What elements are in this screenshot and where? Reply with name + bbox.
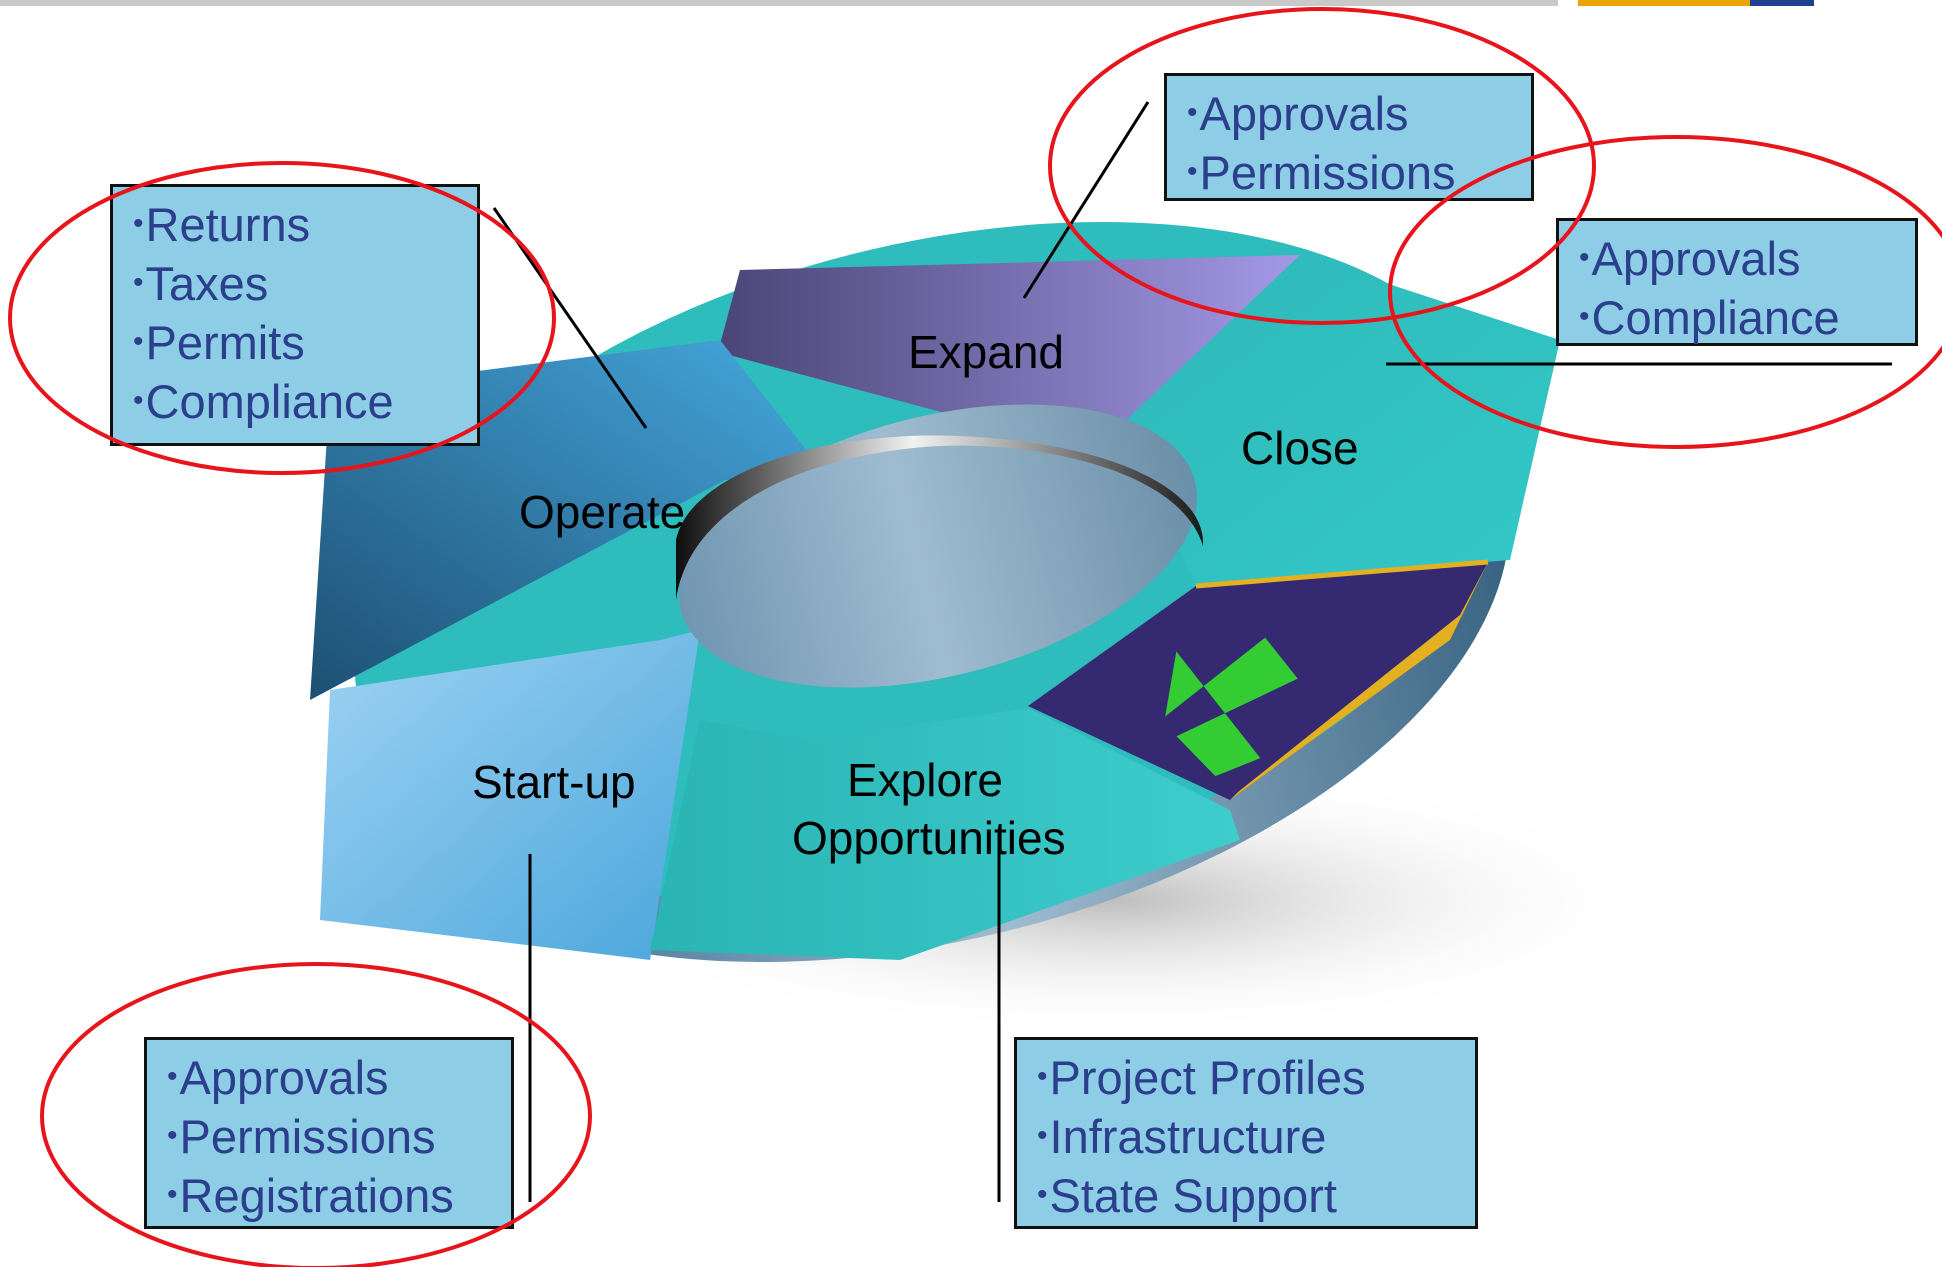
- segment-startup: [320, 630, 700, 960]
- callout-item: Permissions: [1187, 143, 1531, 202]
- callout-item: Approvals: [1579, 229, 1915, 288]
- callout-item: Infrastructure: [1037, 1107, 1475, 1166]
- logo-strip: [1578, 0, 1814, 6]
- label-explore-line1: Explore: [847, 754, 1003, 806]
- label-explore-line2: Opportunities: [792, 812, 1066, 864]
- label-operate: Operate: [519, 486, 685, 538]
- callout-close: Approvals Compliance: [1556, 218, 1918, 346]
- callout-item: Approvals: [167, 1048, 511, 1107]
- label-startup: Start-up: [472, 756, 636, 808]
- callout-startup: Approvals Permissions Registrations: [144, 1037, 514, 1229]
- callout-item: Permissions: [167, 1107, 511, 1166]
- callout-item: Compliance: [133, 372, 477, 431]
- callout-item: Project Profiles: [1037, 1048, 1475, 1107]
- callout-item: Taxes: [133, 254, 477, 313]
- segment-explore: [650, 708, 1240, 960]
- callout-item: Registrations: [167, 1166, 511, 1225]
- callout-item: Approvals: [1187, 84, 1531, 143]
- callout-item: State Support: [1037, 1166, 1475, 1225]
- callout-explore: Project Profiles Infrastructure State Su…: [1014, 1037, 1478, 1229]
- segment-gold-edge-top: [1195, 559, 1489, 589]
- callout-item: Returns: [133, 195, 477, 254]
- label-close: Close: [1241, 422, 1359, 474]
- callout-operate: Returns Taxes Permits Compliance: [110, 184, 480, 446]
- label-expand: Expand: [908, 326, 1064, 378]
- top-divider-bar: [0, 0, 1558, 6]
- callout-item: Compliance: [1579, 288, 1915, 347]
- callout-expand: Approvals Permissions: [1164, 73, 1534, 201]
- callout-item: Permits: [133, 313, 477, 372]
- green-arrow-icon: [1165, 637, 1298, 777]
